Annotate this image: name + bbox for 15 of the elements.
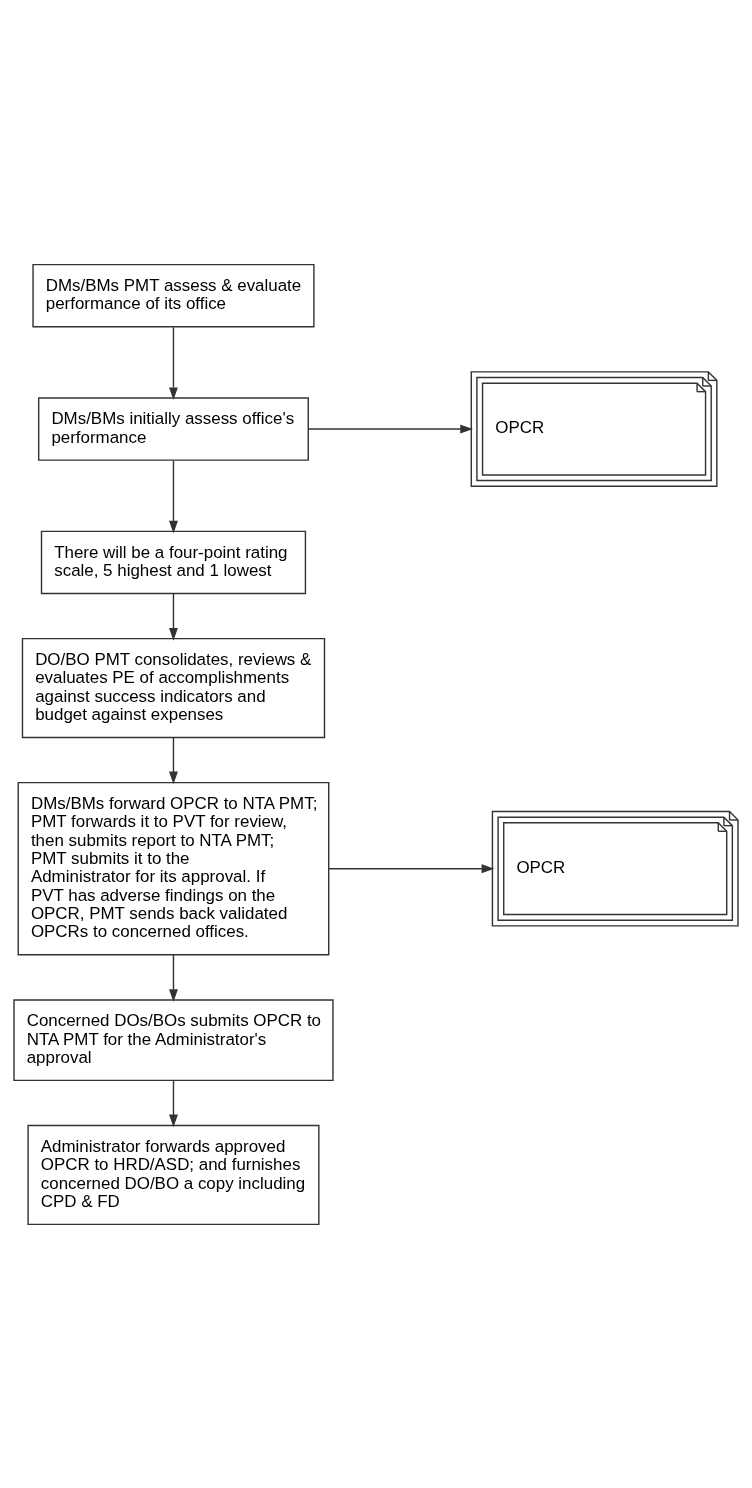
- node-box: There will be a four-point rating scale, 5 highest and 1 lowest: [40, 530, 307, 594]
- arrow: [169, 326, 178, 400]
- node-box: DMs/BMs PMT assess & evaluate performance of its office: [32, 263, 315, 327]
- node-box: Administrator forwards approved OPCR to HRD/ASD; and furnishes concerned DO/BO a copy including CPD & FD: [27, 1124, 320, 1225]
- node-box: Concerned DOs/BOs submits OPCR to NTA PMT for the Administrator's approval: [13, 998, 334, 1081]
- node-box: DMs/BMs initially assess office's performance: [38, 396, 309, 461]
- arrow: [169, 592, 178, 641]
- node-box: DMs/BMs forward OPCR to NTA PMT; PMT forwards it to PVT for review, then submits report to NTA PMT; PMT submits it to the Administrator for its approval. If PVT has adverse findings on the OPCR, PMT sends back validated OPCRs to concerned offices.: [17, 781, 330, 955]
- arrow: [169, 1079, 178, 1127]
- arrow: [307, 424, 473, 433]
- arrow: [169, 953, 178, 1002]
- arrow: [328, 863, 495, 873]
- arrow: [169, 736, 178, 784]
- node-box: DO/BO PMT consolidates, reviews & evaluates PE of accomplishments against success indicators and budget against expenses: [21, 637, 326, 738]
- arrow: [169, 459, 178, 533]
